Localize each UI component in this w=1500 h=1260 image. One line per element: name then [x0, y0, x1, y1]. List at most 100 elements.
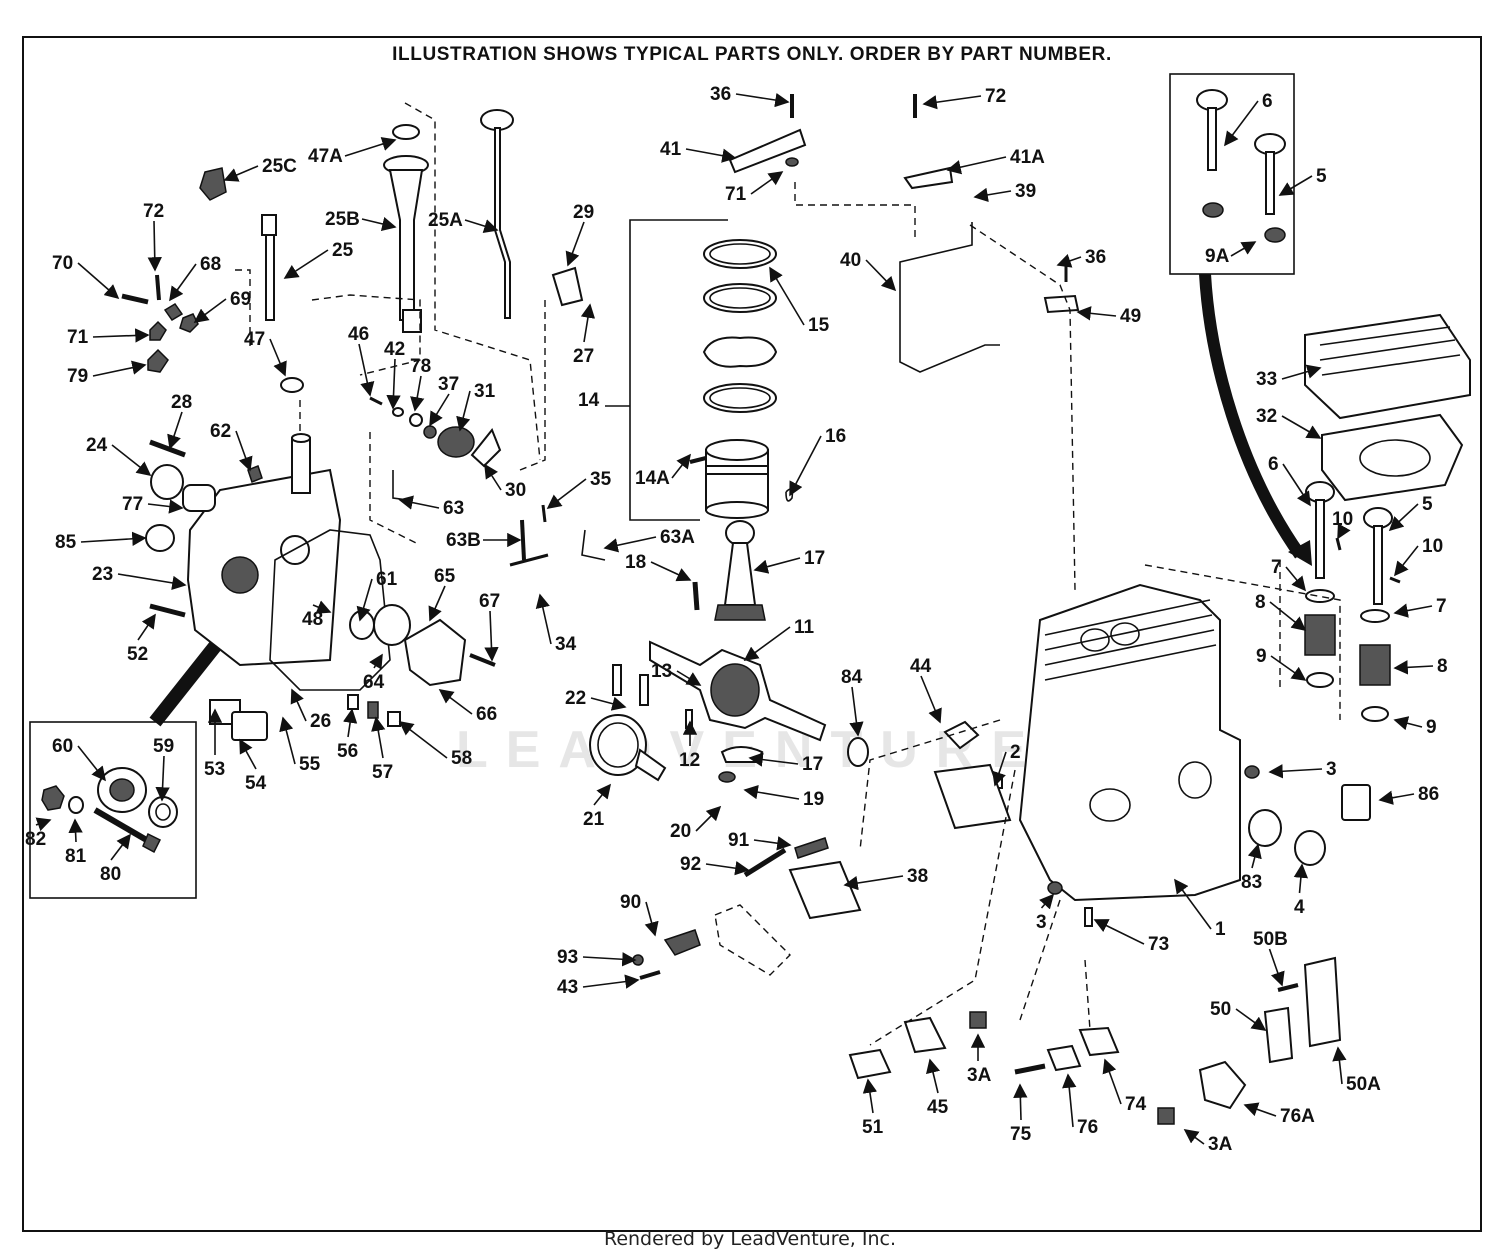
callout-label-25c: 25C: [262, 156, 297, 177]
dowel-pin: [685, 709, 693, 729]
callout-leader-72: [147, 220, 162, 272]
valve-inset-box: [1169, 73, 1295, 275]
callout-leader-33: [1281, 364, 1322, 380]
spring-91: [794, 837, 829, 859]
callout-leader-6: [1224, 100, 1259, 147]
callout-label-62: 62: [210, 421, 231, 442]
pin-56: [347, 694, 359, 710]
piston-rings: [702, 239, 778, 413]
callout-leader-45: [926, 1058, 941, 1094]
bracket-41: [728, 128, 807, 174]
bushing-77: [182, 484, 216, 512]
callout-label-67: 67: [479, 591, 500, 612]
callout-label-71: 71: [725, 184, 747, 205]
callout-label-29: 29: [573, 202, 594, 223]
callout-leader-8: [1393, 660, 1434, 675]
o-ring-47A: [392, 124, 420, 140]
callout-leader-19: [743, 785, 800, 800]
retainer-9-right: [1361, 706, 1389, 722]
rod-cap-nut: [718, 771, 736, 783]
rod-bolt: [692, 581, 700, 611]
callout-label-17: 17: [804, 548, 825, 569]
callout-leader-76a: [1243, 1102, 1277, 1117]
bearing-85: [145, 524, 175, 552]
camshaft: [589, 714, 667, 782]
callout-label-17: 17: [802, 754, 823, 775]
callout-leader-24: [111, 444, 152, 476]
seal-inset: [148, 796, 178, 828]
callout-leader-81: [68, 818, 83, 843]
valve-exhaust-inset: [1254, 133, 1286, 215]
callout-leader-39: [973, 187, 1012, 202]
washer-78: [409, 413, 423, 427]
spring-57: [367, 701, 379, 719]
link-63: [392, 470, 409, 501]
callout-label-57: 57: [372, 762, 393, 783]
callout-leader-72: [922, 95, 982, 110]
flange-45: [903, 1016, 947, 1054]
inset-pointer-arrow: [1199, 273, 1305, 559]
callout-leader-14a: [671, 453, 691, 479]
valve-6: [1305, 481, 1335, 579]
callout-leader-80: [110, 833, 131, 861]
callout-leader-73: [1093, 919, 1145, 945]
callout-label-48: 48: [302, 609, 323, 630]
callout-label-64: 64: [363, 672, 385, 693]
nut-inset: [41, 785, 84, 814]
callout-label-60: 60: [52, 736, 73, 757]
callout-leader-9a: [1230, 241, 1257, 257]
callout-label-21: 21: [583, 809, 605, 830]
callout-leader-13: [676, 670, 702, 686]
callout-label-54: 54: [245, 773, 267, 794]
callout-label-30: 30: [505, 480, 526, 501]
dipstick-25B: [383, 155, 429, 333]
key-10-left: [1335, 537, 1342, 551]
callout-label-11: 11: [794, 617, 815, 638]
callout-label-19: 19: [803, 789, 824, 810]
callout-label-3: 3: [1036, 912, 1047, 933]
callout-label-9a: 9A: [1205, 246, 1230, 267]
callout-leader-6: [1282, 463, 1311, 507]
screw-70: [121, 293, 149, 305]
callout-leader-50b: [1268, 948, 1285, 987]
callout-leader-40: [865, 259, 897, 292]
callout-label-79: 79: [67, 366, 88, 387]
callout-label-28: 28: [171, 392, 192, 413]
gasket-74: [1078, 1026, 1120, 1057]
screw-50B: [1277, 983, 1299, 992]
head-gasket: [1321, 413, 1464, 502]
o-ring-47: [280, 377, 304, 393]
clip-42: [392, 407, 404, 417]
callout-leader-31: [456, 390, 471, 432]
callout-leader-65: [428, 585, 446, 622]
callout-leader-58: [398, 721, 448, 759]
callout-label-3a: 3A: [967, 1065, 992, 1086]
diagram-header: ILLUSTRATION SHOWS TYPICAL PARTS ONLY. O…: [392, 44, 1112, 65]
callout-label-31: 31: [474, 381, 496, 402]
callout-label-12: 12: [679, 750, 700, 771]
callout-label-43: 43: [557, 977, 578, 998]
callout-leader-17: [748, 752, 799, 767]
callout-leader-84: [849, 686, 864, 737]
callout-leader-26: [290, 688, 307, 722]
callout-label-15: 15: [808, 315, 830, 336]
callout-leader-68: [169, 263, 197, 302]
callout-label-33: 33: [1256, 369, 1277, 390]
bearing-4: [1294, 830, 1326, 866]
callout-leader-7: [1393, 603, 1433, 618]
callout-label-10: 10: [1332, 509, 1353, 530]
callout-leader-71: [750, 171, 784, 195]
callout-leader-10: [1337, 523, 1351, 540]
callout-label-59: 59: [153, 736, 174, 757]
plate-49: [1043, 294, 1080, 314]
callout-leader-27: [580, 303, 596, 343]
callout-leader-71: [92, 328, 150, 343]
callout-label-18: 18: [625, 552, 646, 573]
callout-leader-54: [239, 738, 257, 770]
callout-leader-59: [155, 755, 170, 802]
callout-label-6: 6: [1268, 454, 1279, 475]
callout-label-72: 72: [985, 86, 1006, 107]
callout-leader-4: [1293, 863, 1309, 894]
callout-leader-64: [369, 653, 383, 670]
